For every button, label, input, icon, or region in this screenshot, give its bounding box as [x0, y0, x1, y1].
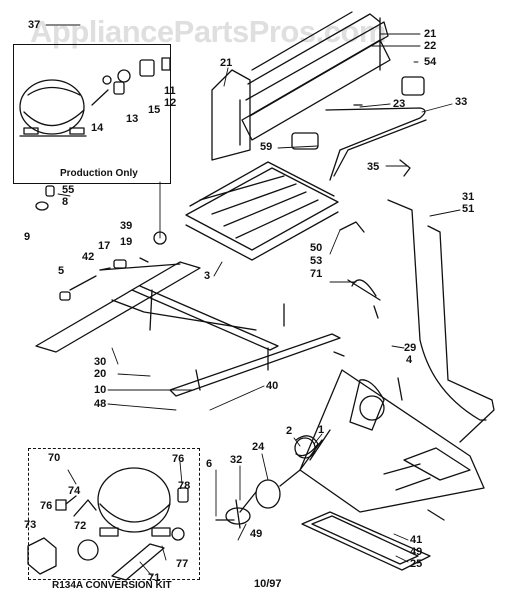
callout-5: 5 — [58, 265, 65, 277]
callout-71-kit: 71 — [148, 572, 161, 584]
production-only-inset — [13, 44, 171, 184]
callout-19: 19 — [120, 236, 133, 248]
callout-23: 23 — [393, 98, 406, 110]
callout-76: 76 — [172, 453, 185, 465]
callout-10: 10 — [94, 384, 107, 396]
drain-pan — [301, 511, 431, 571]
condenser-fan-and-motor — [215, 435, 319, 529]
callout-21-left: 21 — [220, 57, 233, 69]
small-hardware — [35, 185, 381, 391]
callout-29: 29 — [404, 342, 417, 354]
fan-motor-bracket — [291, 76, 425, 150]
callout-13: 13 — [126, 113, 139, 125]
callout-70: 70 — [48, 452, 61, 464]
callout-21: 21 — [424, 28, 437, 40]
callout-1: 1 — [318, 424, 325, 436]
callout-17: 17 — [98, 240, 111, 252]
callout-49: 49 — [250, 528, 263, 540]
callout-33: 33 — [455, 96, 468, 108]
machine-compartment-base — [299, 369, 485, 521]
callout-77: 77 — [176, 558, 189, 570]
callout-6: 6 — [206, 458, 213, 470]
callout-73: 73 — [24, 519, 37, 531]
frame-rails — [35, 261, 341, 397]
conversion-kit-caption: R134A CONVERSION KIT — [52, 580, 172, 591]
callout-25: 25 — [410, 558, 423, 570]
callout-39: 39 — [120, 220, 133, 232]
callout-71: 71 — [310, 268, 323, 280]
callout-49-right: 49 — [410, 546, 423, 558]
callout-20: 20 — [94, 368, 107, 380]
condenser-coil-drawing — [211, 11, 391, 161]
callout-35: 35 — [367, 161, 380, 173]
callout-2: 2 — [286, 425, 293, 437]
callout-53: 53 — [310, 255, 323, 267]
callout-4: 4 — [406, 354, 413, 366]
callout-8: 8 — [62, 196, 69, 208]
callout-30: 30 — [94, 356, 107, 368]
callout-41: 41 — [410, 534, 423, 546]
date-code: 10/97 — [254, 578, 282, 590]
callout-72: 72 — [74, 520, 87, 532]
callout-12: 12 — [164, 97, 177, 109]
callout-14: 14 — [91, 122, 104, 134]
callout-42: 42 — [82, 251, 95, 263]
kit-compressor — [73, 467, 189, 541]
callout-15: 15 — [148, 104, 161, 116]
callout-3: 3 — [204, 270, 211, 282]
callout-11: 11 — [164, 85, 176, 97]
compressor-drawing — [19, 79, 87, 137]
callout-22: 22 — [424, 40, 437, 52]
callout-51: 51 — [462, 203, 475, 215]
relay-overload-parts — [91, 57, 171, 106]
evaporator-coil-drawing — [153, 161, 339, 261]
callout-37: 37 — [28, 19, 41, 31]
callout-50: 50 — [310, 242, 323, 254]
callout-leaders — [45, 24, 461, 577]
callout-31: 31 — [462, 191, 475, 203]
callout-54: 54 — [424, 56, 437, 68]
watermark-text: AppliancePartsPros.com — [30, 14, 386, 49]
callout-32: 32 — [230, 454, 243, 466]
callout-76-left: 76 — [40, 500, 53, 512]
callout-48: 48 — [94, 398, 107, 410]
conversion-kit-inset — [28, 448, 200, 580]
long-tubes — [387, 199, 495, 443]
callout-40: 40 — [266, 380, 279, 392]
callout-78: 78 — [178, 480, 191, 492]
kit-parts — [27, 495, 165, 581]
callout-74: 74 — [68, 485, 81, 497]
production-only-caption: Production Only — [60, 168, 138, 179]
callout-24: 24 — [252, 441, 265, 453]
callout-55: 55 — [62, 184, 75, 196]
callout-59: 59 — [260, 141, 273, 153]
defrost-drain-tube — [325, 107, 427, 181]
callout-9: 9 — [24, 231, 31, 243]
